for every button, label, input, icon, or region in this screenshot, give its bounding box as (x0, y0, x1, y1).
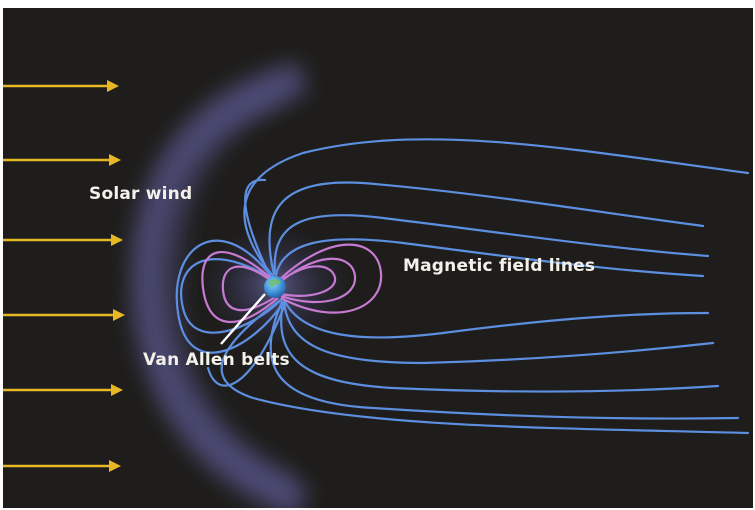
field-line-tail-s2 (282, 299, 715, 365)
diagram-canvas (3, 61, 750, 508)
bow-shock-glow (130, 61, 309, 508)
field-line-tail-n2 (273, 214, 710, 276)
field-line-tail-s3 (280, 300, 720, 393)
belt-east-outer (278, 243, 383, 314)
field-line-dayside-3 (206, 178, 287, 387)
solar-wind-arrow (3, 80, 119, 92)
field-line-outer-north (243, 138, 750, 278)
field-line-tail-s4 (269, 300, 740, 420)
field-line-tail-n1 (268, 181, 705, 276)
earth-land (268, 279, 281, 288)
magnetic-field-lines (175, 138, 750, 435)
field-line-tail-s1 (282, 298, 710, 339)
solar-wind-arrows (3, 80, 125, 472)
belts-pointer-line (220, 293, 266, 345)
belt-east-middle (279, 265, 337, 297)
solar-wind-arrow (3, 460, 121, 472)
field-line-dayside-1 (180, 258, 283, 334)
solar-wind-arrow (3, 309, 125, 321)
belt-east-inner (279, 257, 357, 304)
van-allen-belts-label: Van Allen belts (143, 350, 290, 370)
solar-wind-arrow (3, 384, 123, 396)
solar-wind-arrow (3, 154, 121, 166)
bow-shock-inner-glow (159, 87, 298, 494)
solar-wind-label: Solar wind (89, 184, 193, 204)
field-lines-label: Magnetic field lines (403, 256, 596, 276)
field-line-dayside-2 (175, 239, 285, 354)
magnetosphere-diagram: Solar wind Magnetic field lines Van Alle… (3, 8, 753, 508)
field-line-outer-south (220, 296, 750, 435)
solar-wind-arrow (3, 234, 123, 246)
field-line-tail-n3 (274, 238, 705, 278)
